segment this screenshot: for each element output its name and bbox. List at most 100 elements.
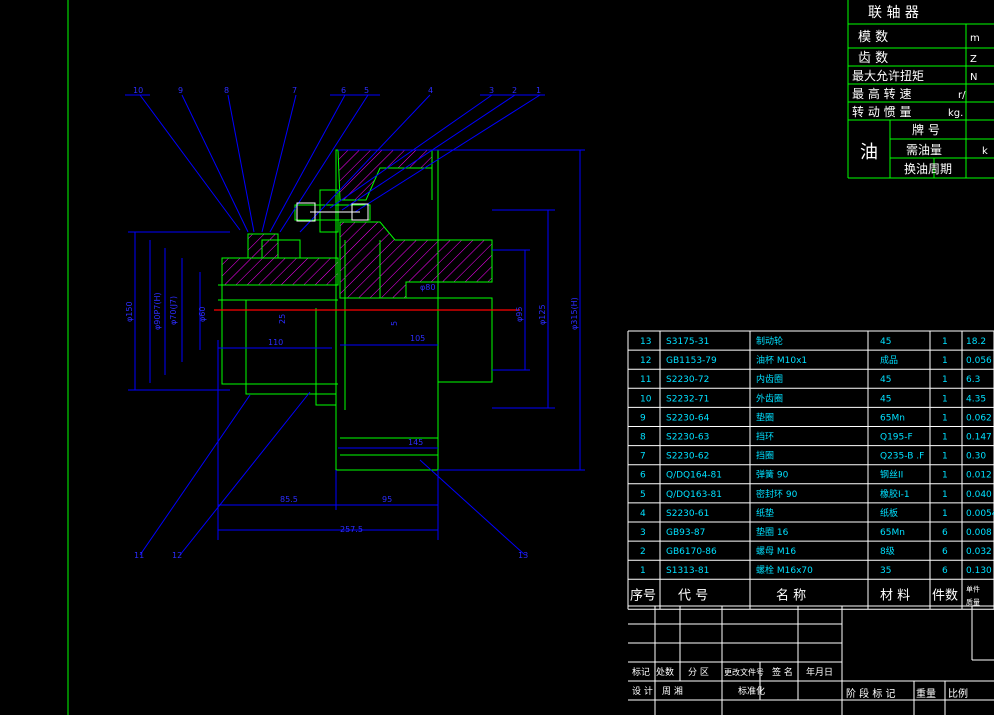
bom-cell-weight: 0.0054 bbox=[966, 509, 994, 519]
bom-header-no: 序号 bbox=[630, 588, 656, 603]
bom-cell-weight: 4.35 bbox=[966, 394, 986, 404]
bom-cell-material: 钢丝II bbox=[880, 469, 903, 481]
coupling-section-view[interactable]: 10 9 8 7 6 5 4 3 2 1 11 12 13 257.5 85.5… bbox=[125, 86, 585, 560]
sign-cell: 重量 bbox=[916, 687, 936, 700]
bom-cell-no: 12 bbox=[640, 356, 651, 366]
balloon: 2 bbox=[512, 86, 517, 95]
bom-cell-name: 内齿圈 bbox=[756, 373, 783, 385]
dim-left-part: 85.5 bbox=[280, 495, 298, 504]
bom-cell-qty: 6 bbox=[942, 528, 948, 538]
balloon: 9 bbox=[178, 86, 183, 95]
bom-cell-name: 挡圈 bbox=[756, 450, 774, 462]
bom-cell-material: 橡胶I-1 bbox=[880, 488, 910, 500]
param-value: r/ bbox=[958, 90, 966, 101]
bom-cell-name: 弹簧 90 bbox=[756, 469, 789, 481]
bom-cell-no: 7 bbox=[640, 452, 646, 462]
bom-row[interactable]: 7 S2230-62 挡圈 Q235-B .F 1 0.30 bbox=[640, 450, 986, 462]
bom-cell-code: GB1153-79 bbox=[666, 356, 717, 366]
bom-cell-code: S2230-61 bbox=[666, 509, 709, 519]
bom-cell-weight: 18.2 bbox=[966, 337, 986, 347]
sign-cell: 年月日 bbox=[806, 666, 833, 678]
bom-cell-code: GB93-87 bbox=[666, 528, 705, 538]
dim-diameter: φ90P7(H) bbox=[153, 292, 162, 330]
bom-cell-code: S1313-81 bbox=[666, 566, 709, 576]
balloon: 3 bbox=[489, 86, 494, 95]
balloon: 6 bbox=[341, 86, 346, 95]
bom-cell-material: 45 bbox=[880, 394, 891, 404]
dim-small: 5 bbox=[390, 321, 399, 326]
bom-cell-qty: 1 bbox=[942, 509, 948, 519]
bom-cell-material: 8级 bbox=[880, 545, 895, 557]
bom-cell-code: S2230-62 bbox=[666, 452, 709, 462]
bom-header-code: 代 号 bbox=[678, 588, 708, 603]
bom-cell-code: GB6170-86 bbox=[666, 547, 717, 557]
inner-gear-ring-hatch bbox=[339, 221, 493, 299]
bom-cell-name: 垫圈 bbox=[756, 411, 774, 423]
oil-label: 油 bbox=[860, 142, 878, 163]
dim-right-part: 95 bbox=[382, 495, 392, 504]
bom-header-material: 材 料 bbox=[880, 588, 910, 603]
sign-cell: 分 区 bbox=[688, 667, 709, 678]
bom-row[interactable]: 1 S1313-81 螺栓 M16x70 35 6 0.130 bbox=[640, 564, 992, 576]
dim-bore-length: 110 bbox=[268, 338, 283, 347]
dim-diameter: φ125 bbox=[538, 304, 547, 325]
bom-cell-qty: 1 bbox=[942, 394, 948, 404]
dim-diameter: φ60 bbox=[198, 307, 207, 322]
bom-cell-code: S2230-63 bbox=[666, 433, 709, 443]
dim-small: φ80 bbox=[420, 283, 435, 292]
bom-header-qty: 件数 bbox=[932, 588, 958, 603]
seal-hatch bbox=[247, 233, 279, 259]
bom-cell-name: 螺母 M16 bbox=[756, 546, 796, 557]
bom-cell-name: 外齿圈 bbox=[756, 392, 783, 404]
oil-unit: k bbox=[982, 146, 988, 157]
balloon: 13 bbox=[518, 551, 528, 560]
outer-gear-ring-hatch bbox=[221, 257, 339, 286]
bom-cell-qty: 6 bbox=[942, 566, 948, 576]
sign-cell: 处数 bbox=[656, 666, 674, 678]
bom-cell-code: S2232-71 bbox=[666, 394, 709, 404]
bom-header-weight: 质量 bbox=[966, 597, 980, 606]
bom-cell-material: 45 bbox=[880, 375, 891, 385]
title-block: 联 轴 器 模 数 m 齿 数 Z 最大允许扭矩 N 最 高 转 速 r/ 转 … bbox=[847, 0, 994, 179]
bom-cell-no: 3 bbox=[640, 528, 646, 538]
bom-cell-material: Q235-B .F bbox=[880, 452, 924, 462]
sign-cell: 阶 段 标 记 bbox=[846, 687, 896, 700]
bom-cell-no: 5 bbox=[640, 490, 646, 500]
bom-cell-material: 35 bbox=[880, 566, 891, 576]
dim-right-step: 145 bbox=[408, 438, 423, 447]
balloon: 7 bbox=[292, 86, 297, 95]
dim-center: 105 bbox=[410, 334, 425, 343]
bom-cell-name: 垫圈 16 bbox=[756, 526, 789, 538]
param-value: Z bbox=[970, 54, 977, 65]
oil-row: 需油量 bbox=[906, 143, 942, 157]
bom-cell-no: 9 bbox=[640, 413, 646, 423]
bom-cell-weight: 0.30 bbox=[966, 452, 986, 462]
bom-cell-name: 螺栓 M16x70 bbox=[756, 564, 813, 576]
bom-cell-name: 挡环 bbox=[756, 431, 774, 443]
bom-cell-material: 成品 bbox=[880, 354, 898, 366]
coupling-title: 联 轴 器 bbox=[868, 5, 919, 21]
bom-cell-material: 65Mn bbox=[880, 528, 905, 538]
bom-cell-weight: 0.032 bbox=[966, 547, 992, 557]
bom-cell-weight: 0.130 bbox=[966, 566, 992, 576]
dim-small: 25 bbox=[278, 314, 287, 324]
bom-cell-qty: 1 bbox=[942, 452, 948, 462]
bom-cell-no: 1 bbox=[640, 566, 646, 576]
bom-cell-weight: 6.3 bbox=[966, 375, 980, 385]
bom-cell-weight: 0.062 bbox=[966, 413, 992, 423]
oil-row: 牌 号 bbox=[912, 123, 940, 137]
sign-cell: 更改文件号 bbox=[724, 667, 764, 677]
